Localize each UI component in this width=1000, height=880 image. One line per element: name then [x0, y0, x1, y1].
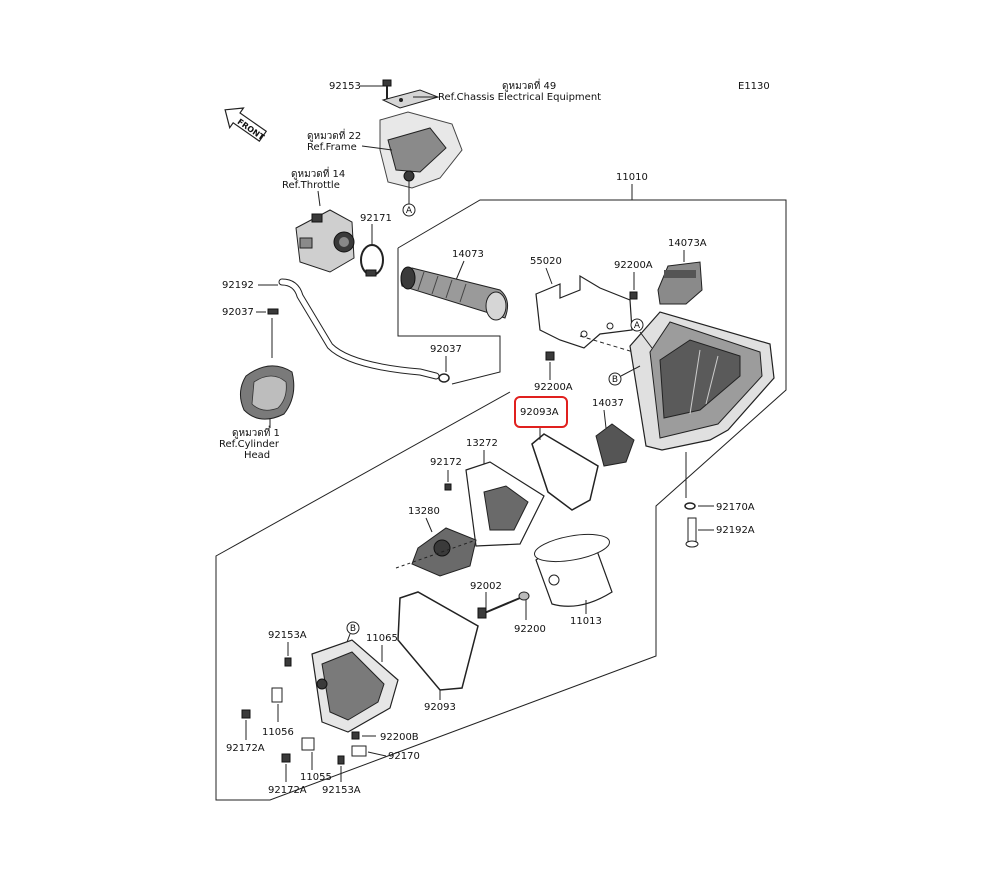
part-label-92200[interactable]: 92200	[514, 624, 546, 635]
part-label-13280[interactable]: 13280	[408, 506, 440, 517]
part-label-92037-mid[interactable]: 92037	[430, 344, 462, 355]
grommet-92200B	[351, 731, 360, 740]
assembly-outline-11010	[215, 199, 787, 801]
marker-a-right-label: A	[634, 321, 641, 331]
ref-frame: Ref.Frame	[307, 142, 357, 153]
airbox-housing	[629, 311, 775, 451]
diagram-code: E1130	[738, 81, 770, 92]
front-arrow-icon: FRONT	[224, 107, 268, 142]
clamp-92170A	[684, 502, 696, 510]
ref-chassis-thai: ดูหมวดที่ 49	[502, 78, 556, 92]
part-label-14073A[interactable]: 14073A	[668, 238, 707, 249]
part-label-11055[interactable]: 11055	[300, 772, 332, 783]
part-label-11010[interactable]: 11010	[616, 172, 648, 183]
screw-92172A-left	[241, 709, 251, 719]
marker-b-left-label: B	[350, 624, 356, 634]
air-filter-11013	[534, 533, 613, 607]
intake-duct-14073	[400, 266, 509, 321]
part-label-92171[interactable]: 92171	[360, 213, 392, 224]
washer-92200	[518, 591, 530, 601]
clamp-92037-left	[267, 308, 279, 315]
bolt-92153A-bottom	[337, 755, 345, 765]
clip-11055	[301, 737, 315, 751]
clamp-92170	[351, 745, 367, 757]
clamp-92037-mid	[438, 373, 450, 383]
part-label-92153[interactable]: 92153	[329, 81, 361, 92]
marker-a-top	[402, 203, 416, 217]
part-label-92170[interactable]: 92170	[388, 751, 420, 762]
bolt-92153	[382, 79, 392, 100]
bolt-92002	[477, 597, 521, 619]
ref-frame-thai: ดูหมวดที่ 22	[307, 128, 361, 142]
part-label-13272[interactable]: 13272	[466, 438, 498, 449]
part-label-92153A-top[interactable]: 92153A	[268, 630, 307, 641]
highlight-box-92093A	[514, 396, 568, 428]
marker-b-right-label: B	[612, 375, 618, 385]
part-label-92192A[interactable]: 92192A	[716, 525, 755, 536]
marker-a-right	[630, 318, 644, 332]
marker-b-left	[346, 621, 360, 635]
cover-11065	[311, 639, 399, 733]
screw-92172	[444, 483, 452, 491]
ref-throttle-thai: ดูหมวดที่ 14	[291, 166, 345, 180]
screw-92172A-bottom	[281, 753, 291, 763]
part-label-92172A-left[interactable]: 92172A	[226, 743, 265, 754]
grommet-92200A-top	[629, 291, 638, 300]
drain-tube-92192A	[685, 517, 699, 548]
part-label-92153A-bottom[interactable]: 92153A	[322, 785, 361, 796]
ref-chassis-electrical: Ref.Chassis Electrical Equipment	[438, 92, 601, 103]
reed-valve-13280	[411, 527, 477, 577]
part-label-92172[interactable]: 92172	[430, 457, 462, 468]
marker-b-right	[608, 372, 622, 386]
part-label-92200B[interactable]: 92200B	[380, 732, 419, 743]
frame-ref-part	[379, 111, 463, 189]
plate-14037	[595, 423, 635, 467]
marker-a-top-label: A	[406, 206, 413, 216]
cylinder-head-cover	[240, 365, 295, 420]
part-label-92170A[interactable]: 92170A	[716, 502, 755, 513]
part-label-92192[interactable]: 92192	[222, 280, 254, 291]
part-label-14073[interactable]: 14073	[452, 249, 484, 260]
gasket-92093	[397, 591, 479, 691]
ref-throttle: Ref.Throttle	[282, 180, 340, 191]
ref-cylinder: Ref.Cylinder	[219, 439, 280, 450]
bolt-92153A-top	[284, 657, 292, 667]
ref-cylinder-thai: ดูหมวดที่ 1	[232, 425, 280, 439]
grommet-92200A-mid	[545, 351, 555, 361]
part-label-92093[interactable]: 92093	[424, 702, 456, 713]
part-label-55020[interactable]: 55020	[530, 256, 562, 267]
part-label-92002[interactable]: 92002	[470, 581, 502, 592]
throttle-body	[295, 209, 355, 273]
duct-14073A	[657, 261, 703, 305]
clamp-92171	[360, 244, 384, 277]
plate-55020	[535, 274, 633, 349]
bracket-plate	[381, 89, 440, 109]
part-label-14037[interactable]: 14037	[592, 398, 624, 409]
clip-11056	[271, 687, 283, 703]
gasket-92093A	[531, 433, 599, 511]
part-label-11013[interactable]: 11013	[570, 616, 602, 627]
part-label-92093A[interactable]: 92093A	[520, 407, 559, 418]
part-label-92200A-top[interactable]: 92200A	[614, 260, 653, 271]
part-label-92037-left[interactable]: 92037	[222, 307, 254, 318]
part-label-11065[interactable]: 11065	[366, 633, 398, 644]
part-label-92200A-mid[interactable]: 92200A	[534, 382, 573, 393]
part-label-92172A-bottom[interactable]: 92172A	[268, 785, 307, 796]
part-label-11056[interactable]: 11056	[262, 727, 294, 738]
ref-cylinder-head: Head	[244, 450, 270, 461]
